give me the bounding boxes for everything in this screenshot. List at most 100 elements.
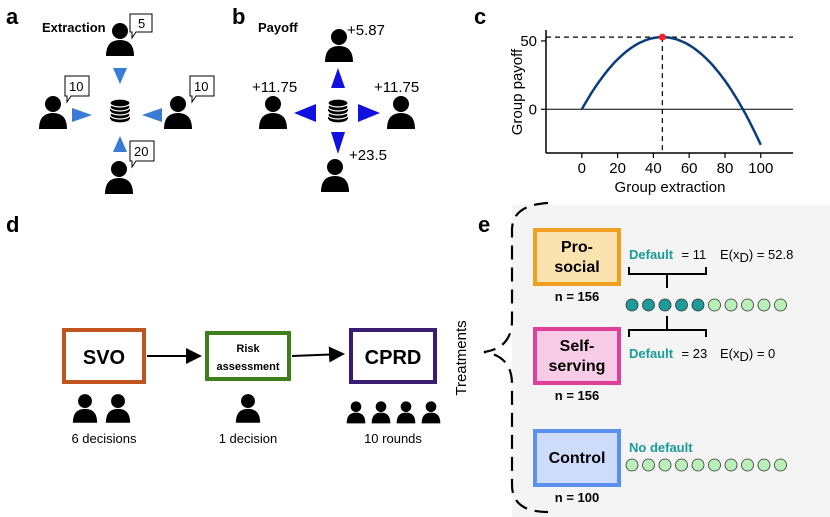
payoff-chart: 0 20 40 60 80 100 050 Group extraction Group … [509,30,793,196]
free-dot [708,458,721,472]
person-icon [164,96,192,129]
extraction-title: Extraction [42,20,106,35]
expected-self: E(xD) = 0 [720,346,775,364]
selfserving-box [533,327,621,385]
y-ticks: 050 [520,33,546,118]
payoff-bottom-value: +23.5 [349,147,387,164]
extraction-arrow-left [72,108,92,122]
payoff-curve [580,35,762,146]
svo-label: SVO [83,347,125,369]
bubble-bottom: 20 [129,140,155,169]
free-dot [757,458,771,472]
x-tick-label: 60 [681,160,698,177]
payoff-arrow-left [294,104,316,122]
default-dot [675,298,688,312]
payoff-arrow-bottom [331,132,345,154]
panel-label-b: b [232,4,245,29]
person-icon [105,161,133,194]
risk-caption: 1 decision [219,431,278,446]
x-tick-label: 40 [645,160,662,177]
person-icon [105,394,131,423]
person-icon [421,401,441,424]
extraction-arrow-right [142,108,162,122]
prosocial-n: n = 156 [555,289,599,304]
panel-b: b Payoff +5.87 +11.75 +11.75 +23.5 [232,4,419,192]
selfserving-line1: Self- [560,338,595,355]
payoff-right-value: +11.75 [374,79,419,96]
prosocial-line1: Pro- [561,239,593,256]
x-tick-label: 0 [578,160,586,177]
y-tick-label: 50 [520,33,537,50]
free-dot [724,298,738,312]
free-dot [741,298,754,312]
svo-caption: 6 decisions [71,431,137,446]
payoff-arrow-top [331,68,345,88]
default-11-line: Default = 11 [629,246,706,263]
selfserving-line2: serving [549,358,606,375]
free-dot [724,458,738,472]
free-dot [642,458,655,472]
person-icon [321,159,349,192]
panel-d: d SVO 6 decisions Risk assessment 1 deci… [6,212,470,446]
control-n: n = 100 [555,490,599,505]
x-axis-label: Group extraction [615,179,726,196]
y-axis-label: Group payoff [509,48,526,135]
svo-box [62,328,146,384]
person-icon [387,96,415,129]
person-icon [259,96,287,129]
person-icon [235,394,261,423]
max-point [658,33,666,41]
x-tick-label: 20 [609,160,626,177]
default-11-bracket [628,267,707,288]
free-dot [774,298,787,312]
expected-prefix: E(x [720,346,740,361]
free-dot [675,458,688,472]
panel-label-d: d [6,212,19,237]
cprd-box [349,328,437,384]
risk-label-line2: assessment [217,361,280,373]
extraction-arrow-top [113,68,127,84]
prosocial-box [533,228,621,286]
risk-box [205,331,291,381]
bubble-left: 10 [64,75,90,104]
bubble-top-value: 5 [138,16,145,31]
person-icon [396,401,416,424]
x-tick-label: 100 [748,160,773,177]
person-icon [346,401,366,424]
payoff-top-value: +5.87 [347,22,385,39]
control-label: Control [549,450,606,467]
risk-label-line1: Risk [236,343,260,355]
bubble-left-value: 10 [69,79,83,94]
prosocial-line2: social [554,259,599,276]
panel-label-e: e [478,212,490,237]
coins-icon [109,98,131,124]
expected-pro: E(xD) = 52.8 [720,247,793,265]
treatments-label: Treatments [453,320,470,395]
expected-subscript: D [740,349,749,364]
panel-e: e Pro- social n = 156 Self- serving n = … [478,201,830,517]
free-dot [691,458,705,472]
treatment-brace [483,201,549,514]
bubble-bottom-value: 20 [134,144,148,159]
extraction-arrow-bottom [113,136,127,152]
payoff-arrow-right [358,104,380,122]
flow-arrow [291,346,345,363]
dots-default-row [625,298,787,312]
default-11-value: = 11 [682,247,707,262]
cprd-caption: 10 rounds [364,431,422,446]
x-tick-label: 80 [717,160,734,177]
default-23-bracket [628,316,707,337]
person-icon [39,96,67,129]
selfserving-n: n = 156 [555,388,599,403]
expected-self-value: ) = 0 [749,346,775,361]
control-box [533,429,621,487]
person-icon [72,394,98,423]
payoff-title: Payoff [258,20,298,35]
expected-prefix: E(x [720,247,740,262]
default-dot [625,298,639,312]
expected-pro-value: ) = 52.8 [749,247,793,262]
default-dot [642,298,655,312]
panel-label-a: a [6,4,19,29]
coins-icon [327,98,349,124]
